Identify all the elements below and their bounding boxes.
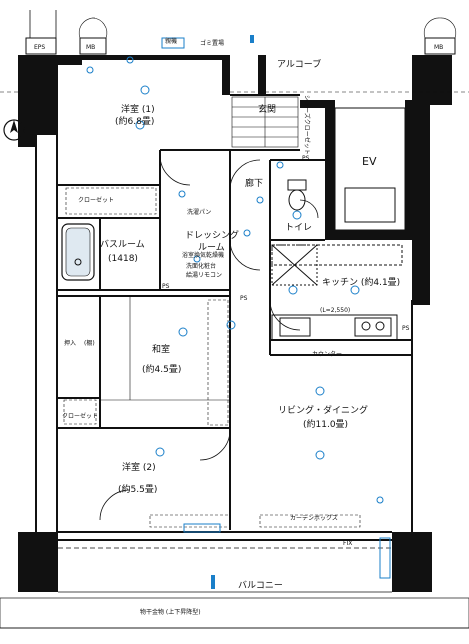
bathtub	[61, 223, 95, 281]
ps-label-4: PS	[240, 295, 248, 302]
dressing-label-2: ルーム	[198, 242, 225, 253]
monitor-label: 親機	[165, 37, 177, 45]
bath-vent-label: 浴室換気乾燥機	[182, 251, 224, 259]
ps-label-3: PS	[402, 325, 410, 332]
alcove-label: アルコーブ	[277, 58, 321, 70]
washitsu-area: (約4.5畳)	[142, 363, 181, 375]
electrical-symbols	[86, 35, 391, 589]
curtain-box-label: カーテンボックス	[290, 514, 338, 522]
drying-hardware-label: 物干金物 (上下昇降型)	[140, 608, 201, 616]
bedroom2-label: 洋室 (2)	[122, 461, 156, 473]
hallway-label: 廊下	[245, 177, 263, 189]
walls	[35, 65, 413, 541]
tatami	[99, 295, 231, 429]
ps-label-2: PS	[302, 155, 310, 162]
toilet-label: トイレ	[285, 223, 312, 233]
eps-label: EPS	[34, 44, 45, 51]
garbage-label: ゴミ置場	[200, 39, 224, 47]
oshiire-sub-label: (棚)	[84, 339, 95, 347]
washitsu-label: 和室	[152, 343, 170, 355]
living-area: (約11.0畳)	[303, 418, 348, 430]
shoe-closet-label: シューズクローゼット	[303, 95, 311, 155]
door-swings	[99, 154, 319, 521]
counter-label: カウンター	[312, 350, 342, 358]
structural-walls	[18, 55, 452, 592]
water-heater-label: 給湯リモコン	[186, 271, 222, 279]
elevator-label: EV	[362, 155, 377, 168]
living-label: リビング・ダイニング	[278, 404, 368, 416]
bathroom-label: バスルーム	[100, 239, 145, 250]
wash-pan-label: 洗濯パン	[187, 208, 211, 216]
entrance-floor	[231, 96, 299, 148]
dressing-label-1: ドレッシング	[185, 229, 239, 241]
closet2-label: クローゼット	[62, 412, 98, 420]
bedroom2-area: (約5.5畳)	[118, 483, 157, 495]
bathroom-size: (1418)	[108, 254, 138, 264]
utility-boxes	[25, 10, 457, 55]
ps-label-1: PS	[162, 283, 170, 290]
balcony-label: バルコニー	[238, 580, 283, 591]
elevator-interior	[334, 107, 406, 231]
balcony	[0, 547, 469, 629]
kitchen-label: キッチン (約4.1畳)	[322, 276, 400, 288]
length-dimension: (L=2,550)	[320, 307, 350, 314]
toilet-fixture	[287, 179, 307, 211]
north-arrow-icon	[3, 119, 25, 141]
washer-label: 洗面化粧台	[186, 262, 216, 270]
kitchen-counter	[271, 244, 403, 341]
entrance-label: 玄関	[258, 103, 276, 115]
closet1-label: クローゼット	[78, 196, 114, 204]
cabinets	[63, 187, 361, 528]
oshiire-label: 押入	[64, 339, 76, 347]
bedroom1-area: (約6.8畳)	[115, 115, 154, 127]
mb-left-label: MB	[86, 44, 95, 51]
fix-label: FIX	[343, 540, 352, 547]
mb-right-label: MB	[434, 44, 443, 51]
bedroom1-label: 洋室 (1)	[121, 103, 155, 115]
